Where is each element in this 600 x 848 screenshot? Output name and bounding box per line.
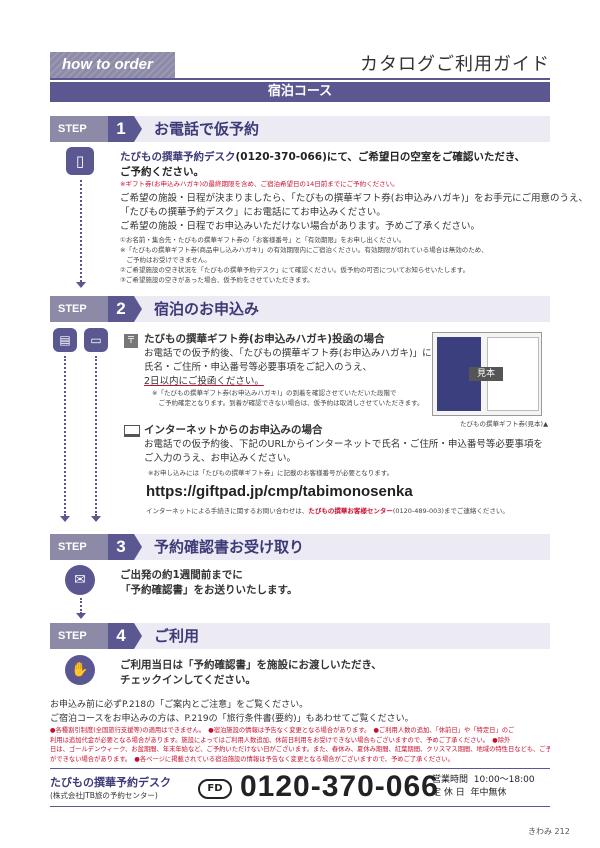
- step-number: 2: [108, 296, 134, 322]
- step1-red-note: ※ギフト券(お申込みハガキ)の最終期限を含め、ご宿泊希望日の14日前までにご予約…: [120, 180, 399, 188]
- step-arrow: [134, 534, 142, 560]
- step2-postcard-notes: ※「たびもの撰華ギフト券(お申込みハガキ)」の到着を確認させていただいた段階で …: [152, 389, 424, 407]
- step1-notes: ①お名前・集合先・たびもの撰華ギフト券の「お客様番号」と「有効期限」をお申し出く…: [120, 236, 488, 284]
- step-label: STEP: [50, 296, 112, 322]
- sample-caption: たびもの撰華ギフト券(見本)▲: [460, 420, 549, 428]
- laptop-icon: [124, 425, 140, 437]
- page-number: きわみ 212: [528, 827, 570, 836]
- step-number: 4: [108, 623, 134, 649]
- footer-rule: [50, 768, 550, 769]
- step2-postcard-body: お電話での仮予約後、「たびもの撰華ギフト券(お申込みハガキ)」に 氏名・ご住所・…: [144, 348, 432, 387]
- freedial-icon: FD: [198, 779, 232, 799]
- envelope-icon: ✉: [65, 565, 95, 595]
- red-notes: ●各種割引制度(全国旅行支援等)の適用はできません。 ●宿泊施設の情報は予告なく…: [50, 727, 550, 763]
- step2-internet-note: ※お申し込みには「たびもの撰華ギフト券」に記載のお客様番号が必要となります。: [148, 469, 394, 477]
- course-bar: 宿泊コース: [50, 82, 550, 102]
- computer-icon: ▭: [84, 328, 108, 352]
- handshake-icon: ✋: [65, 655, 95, 685]
- desk-subtitle: (株式会社JTB旅の予約センター): [50, 791, 158, 800]
- section-tab: how to order: [50, 52, 175, 78]
- step-2-header: STEP 2 宿泊のお申込み: [50, 296, 550, 322]
- footer-rule-bottom: [50, 806, 550, 807]
- step-label: STEP: [50, 623, 112, 649]
- step-arrow: [134, 623, 142, 649]
- flow-arrow-icon: [91, 516, 101, 522]
- step3-body: ご出発の約1週間前までに 「予約確認書」をお送りいたします。: [120, 569, 298, 596]
- flow-dots: [64, 356, 66, 516]
- flow-arrow-icon: [76, 613, 86, 619]
- flow-arrow-icon: [60, 516, 70, 522]
- step1-lead: たびもの撰華予約デスク(0120-370-066)にて、ご希望日の空室をご確認い…: [120, 151, 526, 178]
- flow-dots: [80, 598, 82, 614]
- flow-dots: [95, 356, 97, 516]
- notes-block: お申込み前に必ずP.218の「ご案内とご注意」をご覧ください。 ご宿泊コースをお…: [50, 700, 414, 724]
- page-title: カタログご利用ガイド: [360, 54, 550, 75]
- step-label: STEP: [50, 534, 112, 560]
- desk-name: たびもの撰華予約デスク: [50, 776, 171, 789]
- step-number: 1: [108, 116, 134, 142]
- sample-badge: 見本: [469, 367, 503, 381]
- flow-dots: [80, 180, 82, 282]
- step-arrow: [134, 296, 142, 322]
- step2-postcard-title: たびもの撰華ギフト券(お申込みハガキ)投函の場合: [144, 333, 385, 345]
- smartphone-icon: ▯: [66, 147, 94, 175]
- gift-card-sample: 見本: [432, 332, 542, 416]
- step-label: STEP: [50, 116, 112, 142]
- step4-body: ご利用当日は「予約確認書」を施設にお渡しいただき、 チェックインしてください。: [120, 659, 382, 686]
- order-url-link[interactable]: https://giftpad.jp/cmp/tabimonosenka: [146, 483, 413, 500]
- postbox-icon: 〒: [124, 334, 138, 348]
- step2-internet-title: インターネットからのお申込みの場合: [144, 424, 323, 436]
- step2-inquiry: インターネットによる手続きに関するお問い合わせは、たびもの撰華お客様センター(0…: [146, 507, 509, 515]
- header-rule: [50, 78, 550, 80]
- step-1-header: STEP 1 お電話で仮予約: [50, 116, 550, 142]
- mailbox-icon: ▤: [53, 328, 77, 352]
- flow-arrow-icon: [76, 282, 86, 288]
- step-title: お電話で仮予約: [154, 120, 260, 138]
- step-title: ご利用: [154, 627, 200, 645]
- step-title: 宿泊のお申込み: [154, 300, 260, 318]
- step-3-header: STEP 3 予約確認書お受け取り: [50, 534, 550, 560]
- step-4-header: STEP 4 ご利用: [50, 623, 550, 649]
- hours-block: 営業時間 10:00〜18:00 定 休 日 年中無休: [432, 775, 535, 798]
- step-title: 予約確認書お受け取り: [154, 538, 305, 556]
- step-number: 3: [108, 534, 134, 560]
- step1-body: ご希望の施設・日程が決まりましたら、「たびもの撰華ギフト券(お申込みハガキ)」を…: [120, 193, 588, 232]
- phone-number[interactable]: 0120-370-066: [240, 770, 439, 803]
- step-arrow: [134, 116, 142, 142]
- step2-internet-body: お電話での仮予約後、下記のURLからインターネットで氏名・ご住所・申込番号等必要…: [144, 439, 543, 464]
